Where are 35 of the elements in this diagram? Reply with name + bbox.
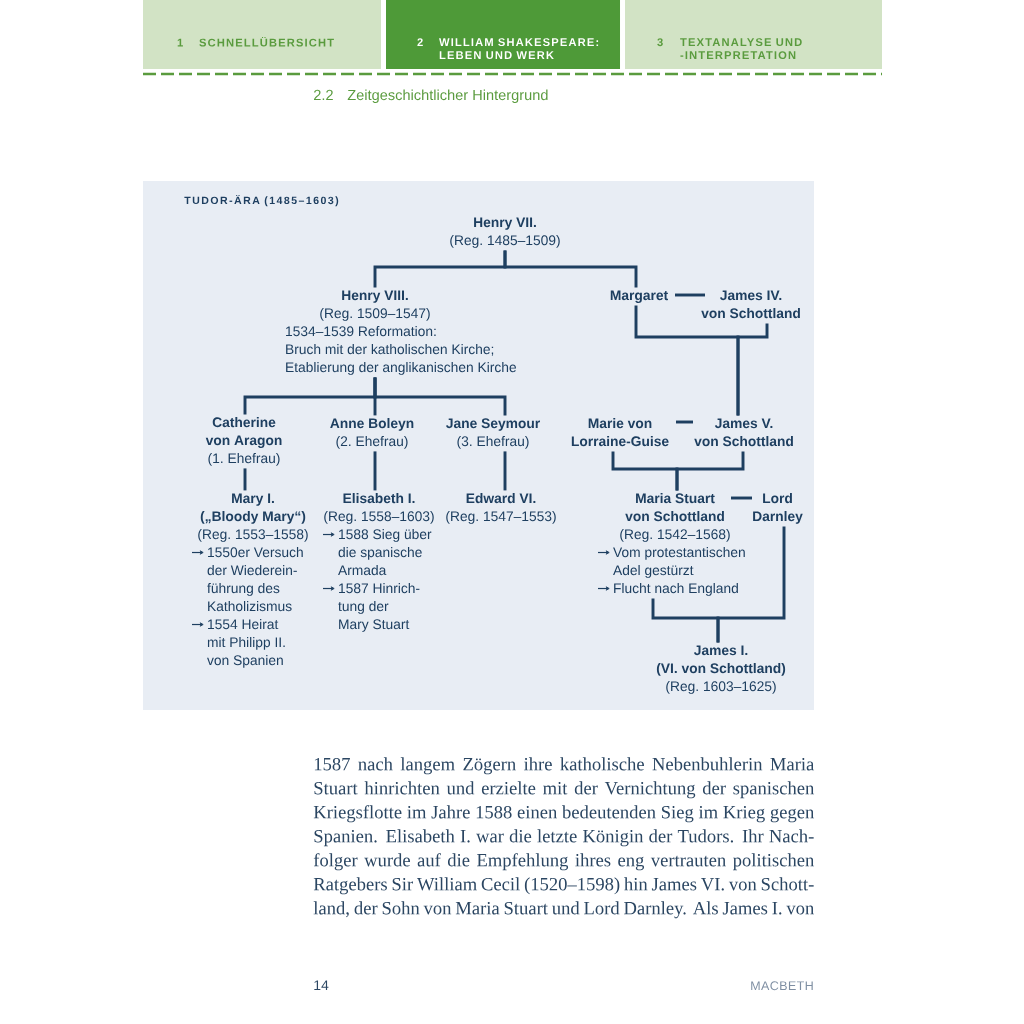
connector-line bbox=[675, 451, 745, 491]
person-entry: Elisabeth I. (Reg. 1558–1603) 1588 Sieg über die spanische Armada 1587 Hinrich- tung der Mary Stuart bbox=[324, 493, 434, 632]
diagram-title: TUDOR-ÄRA (1485–1603) bbox=[184, 195, 339, 207]
section-heading: Zeitgeschichtlicher Hintergrund bbox=[347, 89, 548, 104]
person-entry: James I. (VI. von Schottland) (Reg. 1603–1625) bbox=[656, 645, 786, 694]
person-entry: Marie von Lorraine-Guise bbox=[571, 418, 669, 447]
person-entry: Jane Seymour (3. Ehefrau) bbox=[446, 418, 540, 449]
chapter-tab: 2 WILLIAM SHAKESPEARE: LEBEN UND WERK bbox=[386, 0, 620, 69]
connector-line bbox=[676, 420, 693, 424]
person-entry: Anne Boleyn (2. Ehefrau) bbox=[330, 418, 414, 449]
page-number: 14 bbox=[314, 980, 329, 990]
connector-line bbox=[503, 451, 507, 491]
connector-line bbox=[736, 323, 769, 416]
connector-line bbox=[373, 451, 377, 491]
person-entry: Henry VII. (Reg. 1485–1509) bbox=[450, 217, 560, 248]
connector-line bbox=[675, 293, 705, 297]
person-entry: Margaret bbox=[610, 290, 668, 303]
connector-line bbox=[731, 496, 752, 500]
person-entry: Catherine von Aragon (1. Ehefrau) bbox=[205, 417, 282, 466]
person-entry: Lord Darnley bbox=[753, 493, 803, 524]
person-entry: James IV. von Schottland bbox=[701, 290, 800, 319]
person-entry: Edward VI. (Reg. 1547–1553) bbox=[446, 493, 556, 524]
connector-line bbox=[716, 526, 786, 643]
person-entry: James V. von Schottland bbox=[694, 418, 793, 447]
person-entry: Henry VIII. (Reg. 1509–1547) 1534–1539 Reformation: Bruch mit der katholischen Kirche; Etablierung der anglikanischen Kirche bbox=[286, 290, 516, 375]
chapter-tab: 3 TEXTANALYSE UND -INTERPRETATION bbox=[625, 0, 882, 69]
connector-line bbox=[503, 250, 638, 288]
chapter-tab: 1 SCHNELLÜBERSICHT bbox=[143, 0, 381, 69]
person-entry: Maria Stuart von Schottland (Reg. 1542–1568) Vom protestantischen Adel gestürzt Flucht nach England bbox=[613, 493, 745, 596]
section-number: 2.2 bbox=[314, 89, 333, 100]
running-title: MACBETH bbox=[751, 981, 813, 991]
connector-line bbox=[373, 377, 507, 416]
connector-line bbox=[243, 468, 247, 491]
body-text: 1587 nach langem Zögern ihre katholische Nebenbuhlerin Maria Stuart hinrichten und erzielte mit der Vernichtung der spanischen Kriegsflotte im Jahre 1588 einen bedeutenden Sieg im Krieg gegen Spanien. Elisabeth I. war die letzte Königin der Tudors. Ihr Nach- folger wurde auf die Empfehlung ihres eng vertrauten politischen Ratgebers Sir William Cecil (1520–1598) hin James VI. von Schott- land, der Sohn von Maria Stuart und Lord Darnley. Als James I. von bbox=[313, 757, 815, 919]
person-entry: Mary I. („Bloody Mary“) (Reg. 1553–1558) 1550er Versuch der Wiederein- führung des Katholizismus 1554 Heirat mit Philipp II. von Spanien bbox=[198, 493, 308, 668]
